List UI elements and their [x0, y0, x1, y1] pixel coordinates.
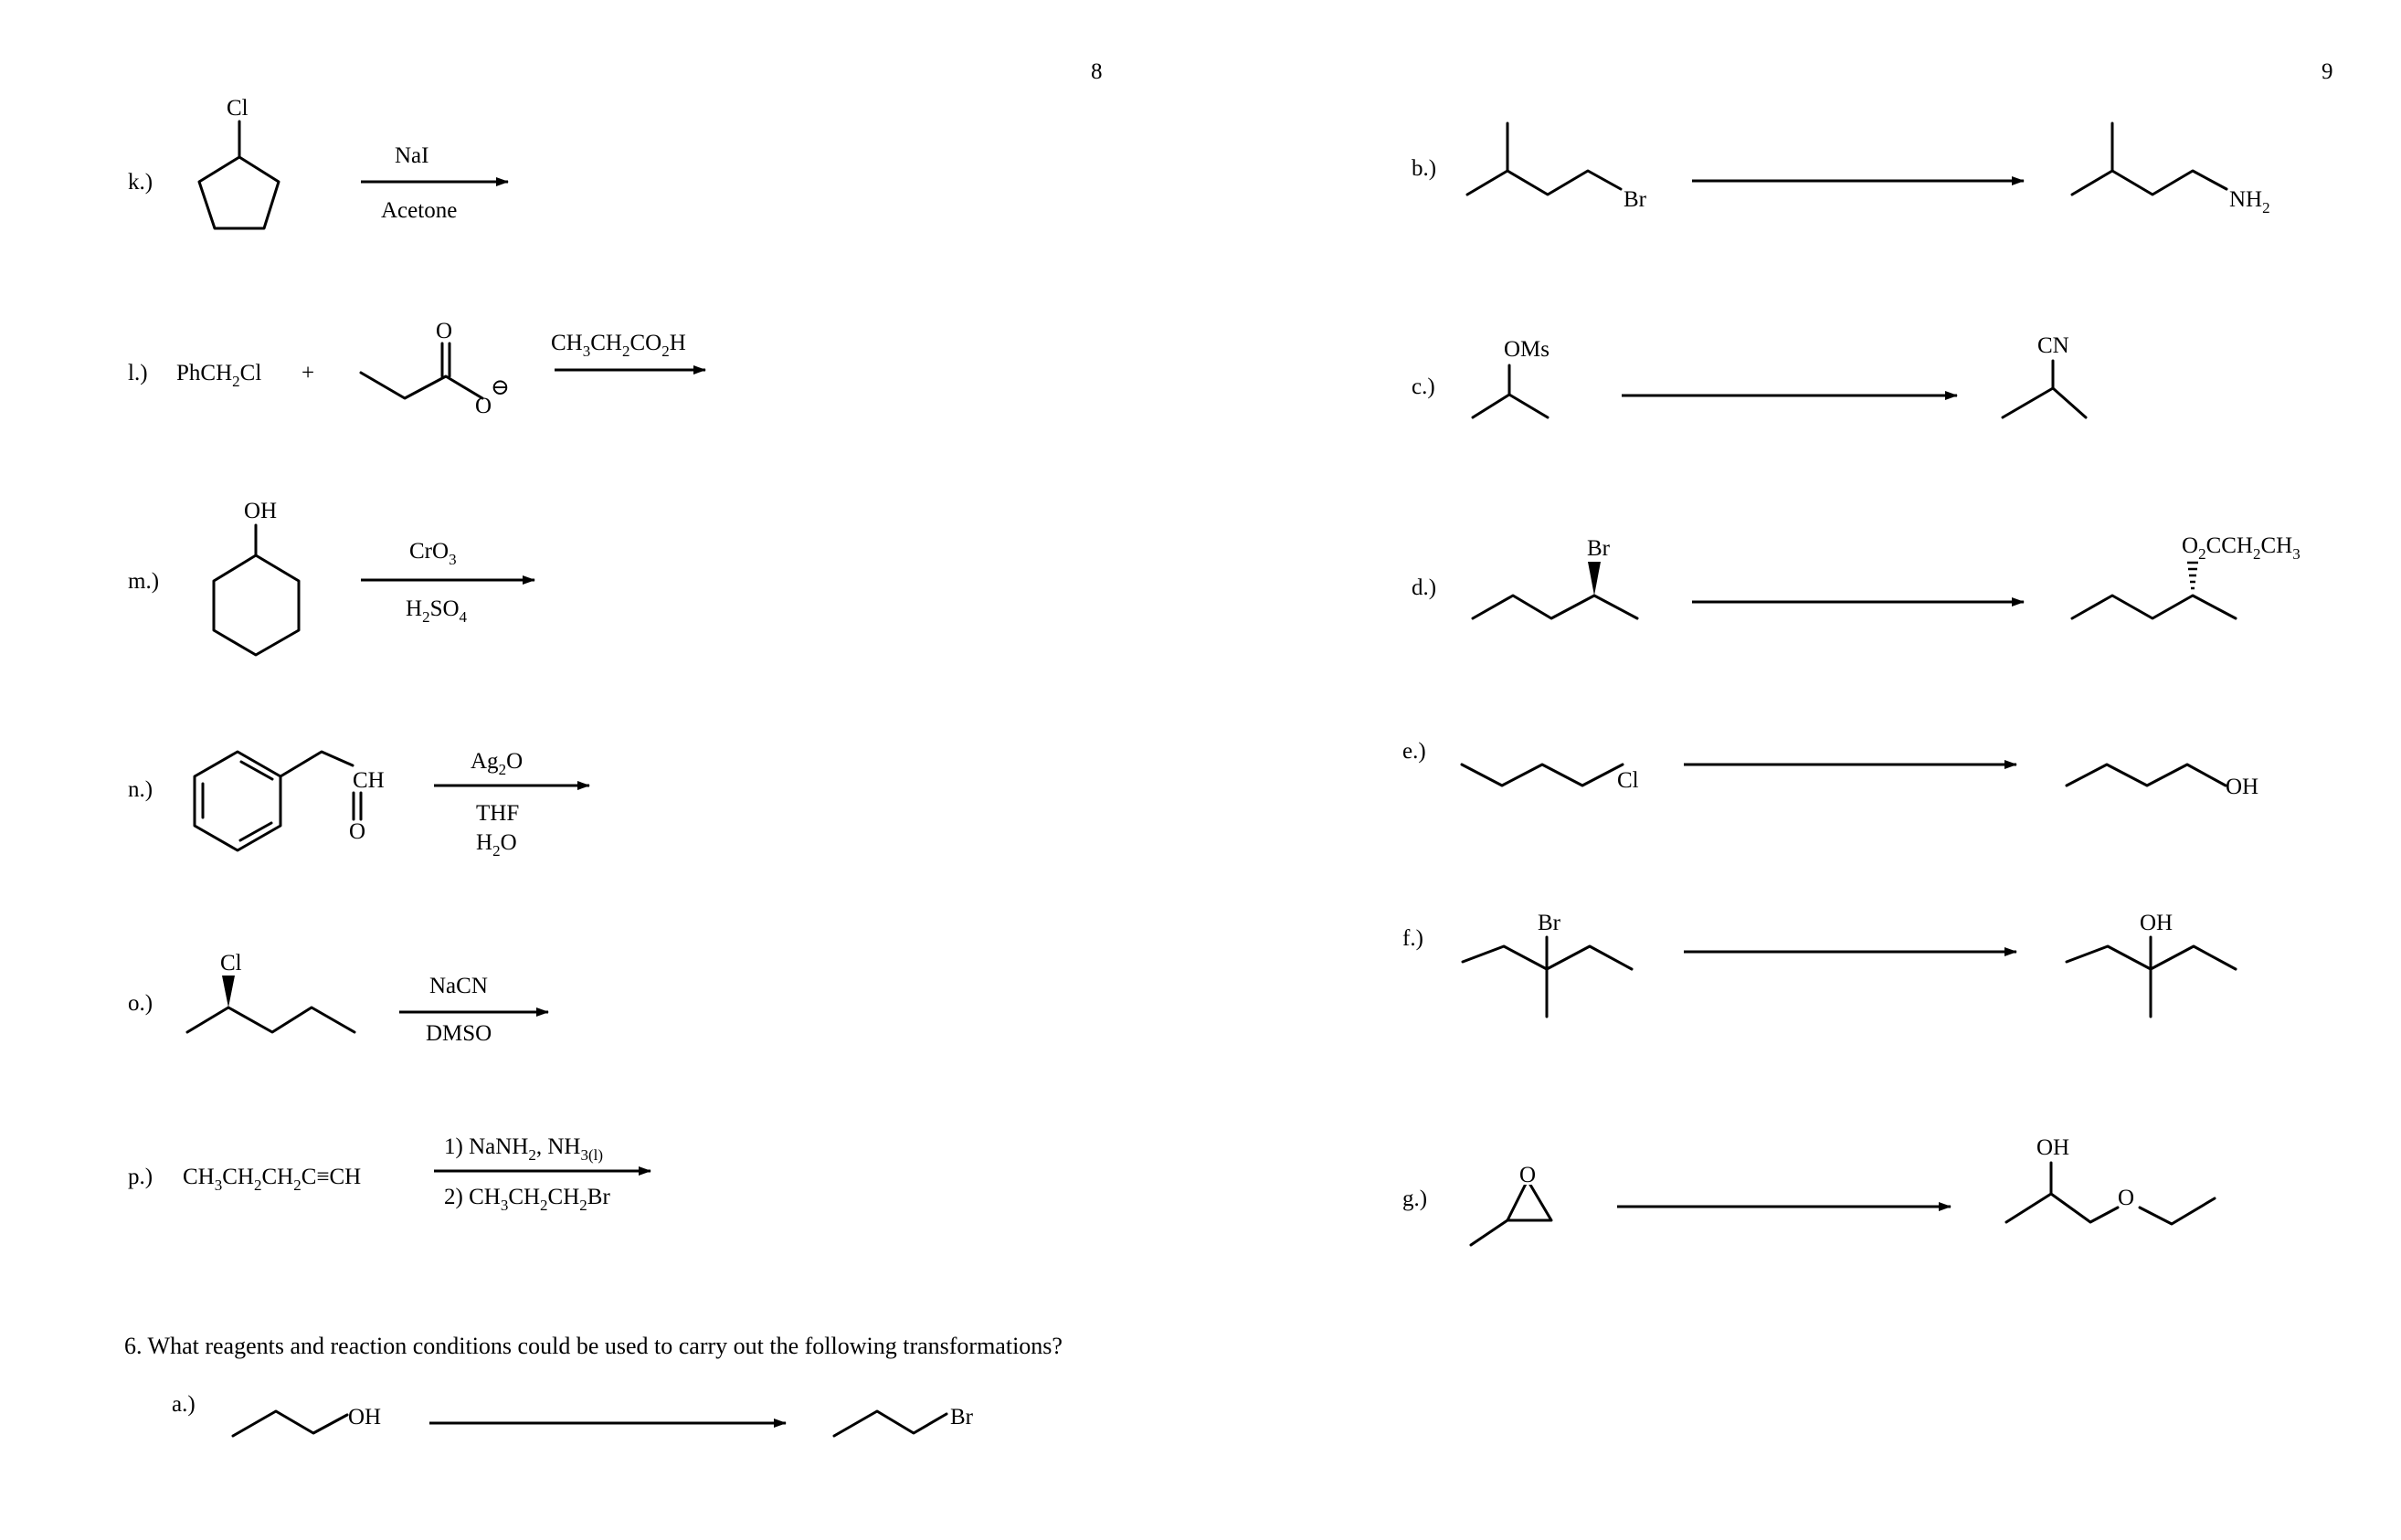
bromine-atom: Br	[1587, 536, 1611, 561]
reagent-cro3: CrO3	[409, 539, 457, 568]
cyclopentane-ring	[197, 155, 280, 230]
chlorine-atom: Cl	[227, 96, 249, 121]
alkyl-chain	[185, 1006, 356, 1034]
reaction-k: k.) Cl NaI Acetone	[128, 96, 509, 230]
ether-oxygen: O	[2118, 1186, 2134, 1210]
aldehyde-oxygen: O	[349, 819, 365, 844]
hydroxyl-group: OH	[348, 1405, 381, 1429]
benzene-double-1	[239, 760, 274, 781]
ethoxy-chain	[2138, 1197, 2216, 1226]
chlorobutane-chain	[1460, 763, 1624, 787]
reagent-ag2o: Ag2O	[471, 749, 523, 778]
hydroxyl-group: OH	[244, 499, 277, 523]
propanoate-ester-group: O2CCH2CH3	[2182, 533, 2301, 563]
reagent-nacn: NaCN	[429, 974, 488, 998]
mesylate-group: OMs	[1504, 337, 1550, 362]
butanol-chain	[2065, 763, 2227, 787]
chlorine-atom: Cl	[220, 951, 242, 976]
cyclohexane-ring	[212, 554, 301, 657]
reaction-n-label: n.)	[128, 777, 153, 802]
reaction-d-label: d.)	[1412, 575, 1436, 600]
bromopropane-chain	[832, 1409, 948, 1438]
epoxide-ring	[1506, 1178, 1553, 1222]
aldehyde-ch: CH	[353, 768, 385, 793]
chlorine-atom: Cl	[1617, 768, 1639, 793]
wedge-bond	[1588, 562, 1601, 596]
step2-reagents: 2) CH3CH2CH2Br	[444, 1185, 610, 1214]
reaction-p: p.) CH3CH2CH2C≡CH 1) NaNH2, NH3(l) 2) CH…	[128, 1134, 651, 1214]
reaction-p-label: p.)	[128, 1165, 153, 1189]
reaction-n: n.) CH O Ag2O THF H2O	[128, 749, 590, 860]
epoxide-o-mask	[1518, 1165, 1537, 1185]
amine-group: NH2	[2229, 187, 2270, 216]
question-6-text: 6. What reagents and reaction conditions…	[124, 1333, 1063, 1359]
reaction-c-label: c.)	[1412, 374, 1435, 399]
reagent-thf: THF	[476, 801, 519, 826]
reaction-e-label: e.)	[1402, 739, 1426, 764]
page-number-left: 8	[1091, 59, 1103, 84]
isobutyronitrile-chain	[2001, 386, 2088, 419]
reagent-nai: NaI	[395, 143, 428, 168]
reaction-d: d.) Br O2CCH2CH3	[1412, 533, 2301, 620]
reaction-o-label: o.)	[128, 991, 153, 1016]
hydroxyl-group: OH	[2036, 1135, 2069, 1160]
reaction-c: c.) OMs CN	[1412, 333, 2088, 419]
isopentylamine-chain	[2070, 169, 2228, 196]
hydroxyl-group: OH	[2140, 911, 2173, 935]
carboxylate-oxygen: O	[475, 394, 492, 418]
propanoate-chain	[359, 371, 484, 400]
reaction-a: a.) OH Br	[172, 1392, 974, 1438]
hydroxyl-group: OH	[2226, 775, 2258, 799]
hash-bond	[2187, 561, 2198, 590]
reaction-l-label: l.)	[128, 361, 148, 385]
reaction-f-label: f.)	[1402, 926, 1423, 951]
reaction-m-label: m.)	[128, 569, 159, 594]
bromine-atom: Br	[950, 1405, 974, 1429]
epoxide-oxygen: O	[1519, 1163, 1536, 1187]
pentyne-formula: CH3CH2CH2C≡CH	[183, 1165, 361, 1194]
benzene-ring	[193, 750, 282, 852]
reaction-g-label: g.)	[1402, 1187, 1427, 1211]
reaction-l: l.) PhCH2Cl + O O ⊖ CH3CH2CO2H	[128, 319, 706, 418]
isopropyl-chain	[1471, 393, 1550, 419]
benzyl-chloride: PhCH2Cl	[176, 361, 261, 390]
isopentyl-bromide-chain	[1465, 169, 1623, 196]
nitrile-group: CN	[2037, 333, 2069, 358]
ch2-bond	[279, 750, 354, 778]
reagent-propanoic-acid: CH3CH2CO2H	[551, 331, 686, 360]
reaction-o: o.) Cl NaCN DMSO	[128, 951, 549, 1046]
reaction-b: b.) Br NH2	[1412, 121, 2270, 216]
reagent-dmso: DMSO	[426, 1021, 492, 1046]
propanol-chain	[231, 1409, 349, 1438]
bromopentane-chain	[1471, 594, 1639, 620]
benzene-double-2	[238, 821, 273, 842]
step1-reagents: 1) NaNH2, NH3(l)	[444, 1134, 603, 1164]
reaction-k-label: k.)	[128, 170, 153, 195]
reagent-acetone: Acetone	[381, 198, 457, 223]
reaction-f: f.) Br OH	[1402, 911, 2237, 1018]
reaction-g: g.) O O OH	[1402, 1135, 2216, 1247]
reaction-b-label: b.)	[1412, 156, 1436, 181]
carbonyl-oxygen: O	[436, 319, 452, 343]
ether-alcohol-chain	[2004, 1192, 2120, 1224]
bromine-atom: Br	[1538, 911, 1561, 935]
page-number-right: 9	[2322, 59, 2333, 84]
reaction-a-label: a.)	[172, 1392, 196, 1417]
reagent-h2so4: H2SO4	[406, 596, 468, 626]
reaction-e: e.) Cl OH	[1402, 739, 2258, 799]
negative-charge-icon: ⊖	[491, 375, 510, 400]
plus-sign: +	[301, 361, 314, 385]
reagent-h2o: H2O	[476, 830, 517, 860]
wedge-bond	[222, 976, 235, 1007]
reaction-m: m.) OH CrO3 H2SO4	[128, 499, 535, 657]
epoxide-methyl	[1469, 1218, 1509, 1247]
bromine-atom: Br	[1624, 187, 1647, 212]
ester-product-chain	[2070, 594, 2237, 620]
